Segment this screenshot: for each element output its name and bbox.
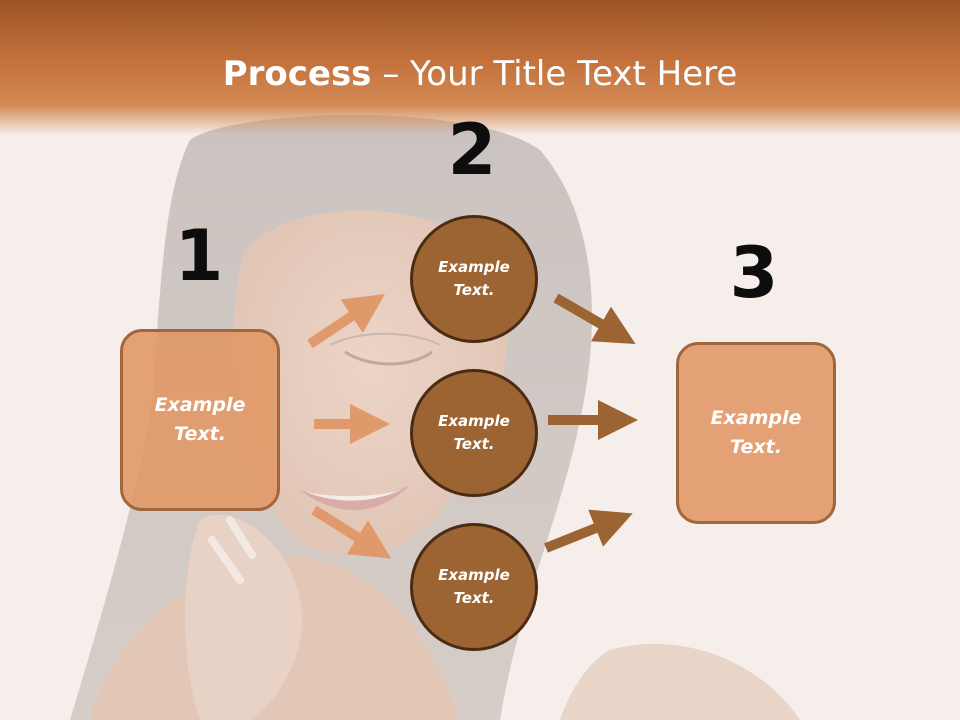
arrow-start-to-top <box>307 294 385 349</box>
step-number-2: 2 <box>447 109 497 191</box>
start-box[interactable]: Example Text. <box>120 329 280 511</box>
arrow-start-to-bottom <box>311 505 392 559</box>
end-box-text: Example Text. <box>710 407 802 458</box>
start-box-text: Example Text. <box>154 394 246 445</box>
middle-circle-bottom-text: Example Text. <box>438 566 510 607</box>
end-box[interactable]: Example Text. <box>676 342 836 524</box>
title-band <box>0 0 960 135</box>
middle-circle-center-text: Example Text. <box>438 412 510 453</box>
step-number-3: 3 <box>729 232 779 314</box>
arrow-bottom-to-end <box>544 509 633 553</box>
step-number-1: 1 <box>174 215 224 297</box>
slide-title: Process – Your Title Text Here <box>0 52 960 96</box>
middle-circle-top[interactable]: Example Text. <box>410 215 538 343</box>
middle-circle-center[interactable]: Example Text. <box>410 369 538 497</box>
arrow-top-to-end <box>553 293 636 345</box>
title-emphasis: Process <box>222 54 372 94</box>
middle-circle-top-text: Example Text. <box>438 258 510 299</box>
title-text: – Your Title Text Here <box>371 54 738 94</box>
middle-circle-bottom[interactable]: Example Text. <box>410 523 538 651</box>
